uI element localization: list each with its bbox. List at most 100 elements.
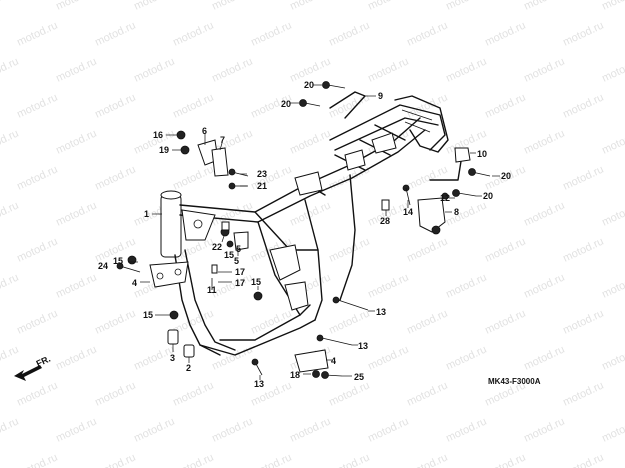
watermark-text: motod.ru xyxy=(561,91,605,120)
callout-13a: 13 xyxy=(376,307,386,317)
watermark-text: motod.ru xyxy=(600,271,625,300)
watermark-text: motod.ru xyxy=(288,415,332,444)
callout-20c: 20 xyxy=(501,171,511,181)
watermark-text: motod.ru xyxy=(210,271,254,300)
front-direction-arrow: FR. xyxy=(14,354,52,381)
watermark-text: motod.ru xyxy=(0,199,21,228)
head-pipe xyxy=(160,194,182,258)
head-pipe-top xyxy=(160,190,182,200)
watermark-text: motod.ru xyxy=(93,307,137,336)
callout-17a: 17 xyxy=(235,267,245,277)
callout-19: 19 xyxy=(159,145,169,155)
callout-6: 6 xyxy=(202,126,207,136)
watermark-text: motod.ru xyxy=(522,199,566,228)
callout-28: 28 xyxy=(380,216,390,226)
watermark-text: motod.ru xyxy=(561,379,605,408)
callout-16: 16 xyxy=(153,130,163,140)
callout-13b: 13 xyxy=(358,341,368,351)
callout-3: 3 xyxy=(170,353,175,363)
watermark-text: motod.ru xyxy=(444,271,488,300)
watermark-text: motod.ru xyxy=(54,127,98,156)
watermark-text: motod.ru xyxy=(561,235,605,264)
watermark-text: motod.ru xyxy=(483,451,527,468)
callout-20b: 20 xyxy=(281,99,291,109)
watermark-text: motod.ru xyxy=(600,415,625,444)
watermark-text: motod.ru xyxy=(405,307,449,336)
watermark-text: motod.ru xyxy=(15,91,59,120)
watermark-text: motod.ru xyxy=(132,55,176,84)
watermark-text: motod.ru xyxy=(483,307,527,336)
watermark-text: motod.ru xyxy=(444,55,488,84)
nut-16 xyxy=(176,130,186,140)
callout-4a: 4 xyxy=(132,278,137,288)
watermark-text: motod.ru xyxy=(366,415,410,444)
callout-22: 22 xyxy=(212,242,222,252)
small-parts xyxy=(116,81,491,379)
callout-14: 14 xyxy=(403,207,413,217)
watermark-text: motod.ru xyxy=(288,127,332,156)
callout-9: 9 xyxy=(378,91,383,101)
watermark-text: motod.ru xyxy=(483,19,527,48)
callout-2: 2 xyxy=(186,363,191,373)
callout-5b: 5 xyxy=(236,244,241,254)
watermark-text: motod.ru xyxy=(132,415,176,444)
watermark-text: motod.ru xyxy=(249,451,293,468)
watermark-text: motod.ru xyxy=(444,415,488,444)
callout-labels: 1 2 3 4 4 5 5 6 7 8 9 10 11 12 13 13 13 … xyxy=(98,80,511,389)
watermark-text: motod.ru xyxy=(171,163,215,192)
watermark-text: motod.ru xyxy=(0,55,21,84)
watermark-text: motod.ru xyxy=(210,0,254,13)
watermark-text: motod.ru xyxy=(405,379,449,408)
watermark-text: motod.ru xyxy=(444,199,488,228)
watermark-text: motod.ru xyxy=(483,235,527,264)
callout-20d: 20 xyxy=(483,191,493,201)
callout-5a: 5 xyxy=(234,256,239,266)
watermark-text: motod.ru xyxy=(600,0,625,13)
watermark-text: motod.ru xyxy=(249,163,293,192)
watermark-text: motod.ru xyxy=(15,307,59,336)
watermark-text: motod.ru xyxy=(93,163,137,192)
watermark-text: motod.ru xyxy=(327,379,371,408)
watermark-text: motod.ru xyxy=(15,451,59,468)
watermark-text: motod.ru xyxy=(171,379,215,408)
watermark-text: motod.ru xyxy=(561,307,605,336)
watermark-text: motod.ru xyxy=(405,235,449,264)
watermark-text: motod.ru xyxy=(561,451,605,468)
watermark-text: motod.ru xyxy=(54,0,98,13)
watermark-text: motod.ru xyxy=(444,0,488,13)
watermark-text: motod.ru xyxy=(54,343,98,372)
watermark-text: motod.ru xyxy=(54,199,98,228)
watermark-text: motod.ru xyxy=(210,55,254,84)
watermark-text: motod.ru xyxy=(54,415,98,444)
watermark-text: motod.ru xyxy=(132,0,176,13)
direction-label: FR. xyxy=(35,354,52,369)
watermark-text: motod.ru xyxy=(522,127,566,156)
callout-1: 1 xyxy=(144,209,149,219)
callout-7: 7 xyxy=(220,135,225,145)
callout-21: 21 xyxy=(257,181,267,191)
watermark-text: motod.ru xyxy=(522,343,566,372)
motorcycle-frame xyxy=(160,95,449,356)
watermark-text: motod.ru xyxy=(0,415,21,444)
callout-15a: 15 xyxy=(113,256,123,266)
engine-hanger xyxy=(269,244,301,281)
watermark-text: motod.ru xyxy=(327,19,371,48)
watermark-text: motod.ru xyxy=(522,271,566,300)
callout-4b: 4 xyxy=(331,356,336,366)
watermark-text: motod.ru xyxy=(15,235,59,264)
watermark-text: motod.ru xyxy=(561,163,605,192)
watermark-text: motod.ru xyxy=(93,379,137,408)
watermark-text: motod.ru xyxy=(249,19,293,48)
callout-11: 11 xyxy=(207,285,217,295)
watermark-text: motod.ru xyxy=(405,451,449,468)
callout-15b: 15 xyxy=(143,310,153,320)
watermark-text: motod.ru xyxy=(210,199,254,228)
watermark-text: motod.ru xyxy=(483,91,527,120)
watermark-text: motod.ru xyxy=(54,55,98,84)
callout-18: 18 xyxy=(290,370,300,380)
watermark-text: motod.ru xyxy=(171,91,215,120)
watermark-text: motod.ru xyxy=(93,451,137,468)
watermark-text: motod.ru xyxy=(0,0,21,13)
